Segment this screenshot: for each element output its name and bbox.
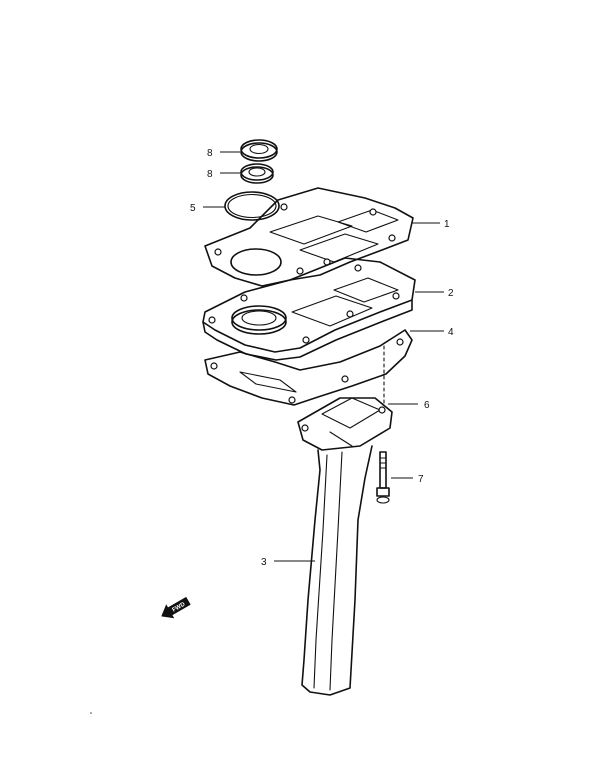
part-2-adapter-plate [202,257,416,361]
callout-1: 1 [444,219,450,230]
part-5-o-ring [224,191,280,221]
part-3-driveshaft-housing [297,397,393,696]
callout-5: 5 [190,203,196,214]
part-7-bolt [376,451,390,504]
fwd-arrow-icon: FWD [161,596,191,619]
callout-3: 3 [261,557,267,568]
callout-7: 7 [418,474,424,485]
stray-dot [90,712,92,714]
callout-6: 6 [424,400,430,411]
callout-8-lower: 8 [207,169,213,180]
part-1-upper-gasket [204,187,414,287]
part-8-lower-seal [240,163,274,184]
callout-8-upper: 8 [207,148,213,159]
part-4-lower-gasket [204,329,413,406]
part-8-upper-seal [240,139,278,162]
leader-lines [203,151,444,562]
callout-4: 4 [448,327,454,338]
callout-2: 2 [448,288,454,299]
